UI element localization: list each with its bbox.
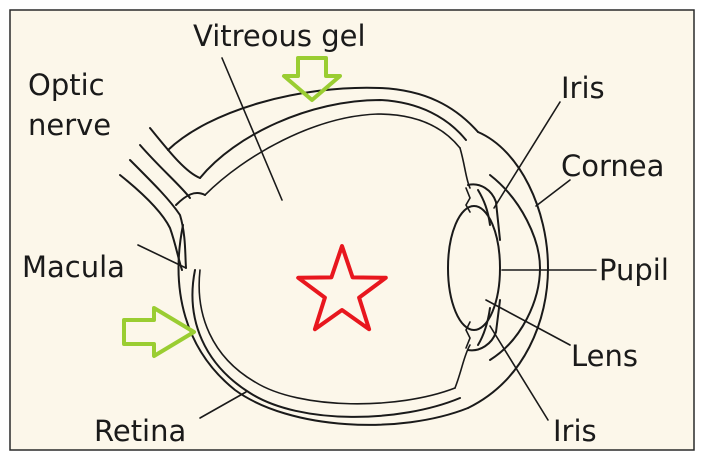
label-cornea: Cornea [561, 149, 664, 183]
label-retina: Retina [94, 414, 186, 448]
label-nerve: nerve [28, 108, 111, 142]
label-macula: Macula [22, 250, 125, 284]
label-vitreous-gel: Vitreous gel [193, 19, 366, 53]
label-optic: Optic [28, 68, 105, 102]
label-iris-bottom: Iris [553, 414, 597, 448]
label-iris-top: Iris [561, 71, 605, 105]
label-pupil: Pupil [599, 253, 669, 287]
label-lens: Lens [571, 339, 638, 373]
